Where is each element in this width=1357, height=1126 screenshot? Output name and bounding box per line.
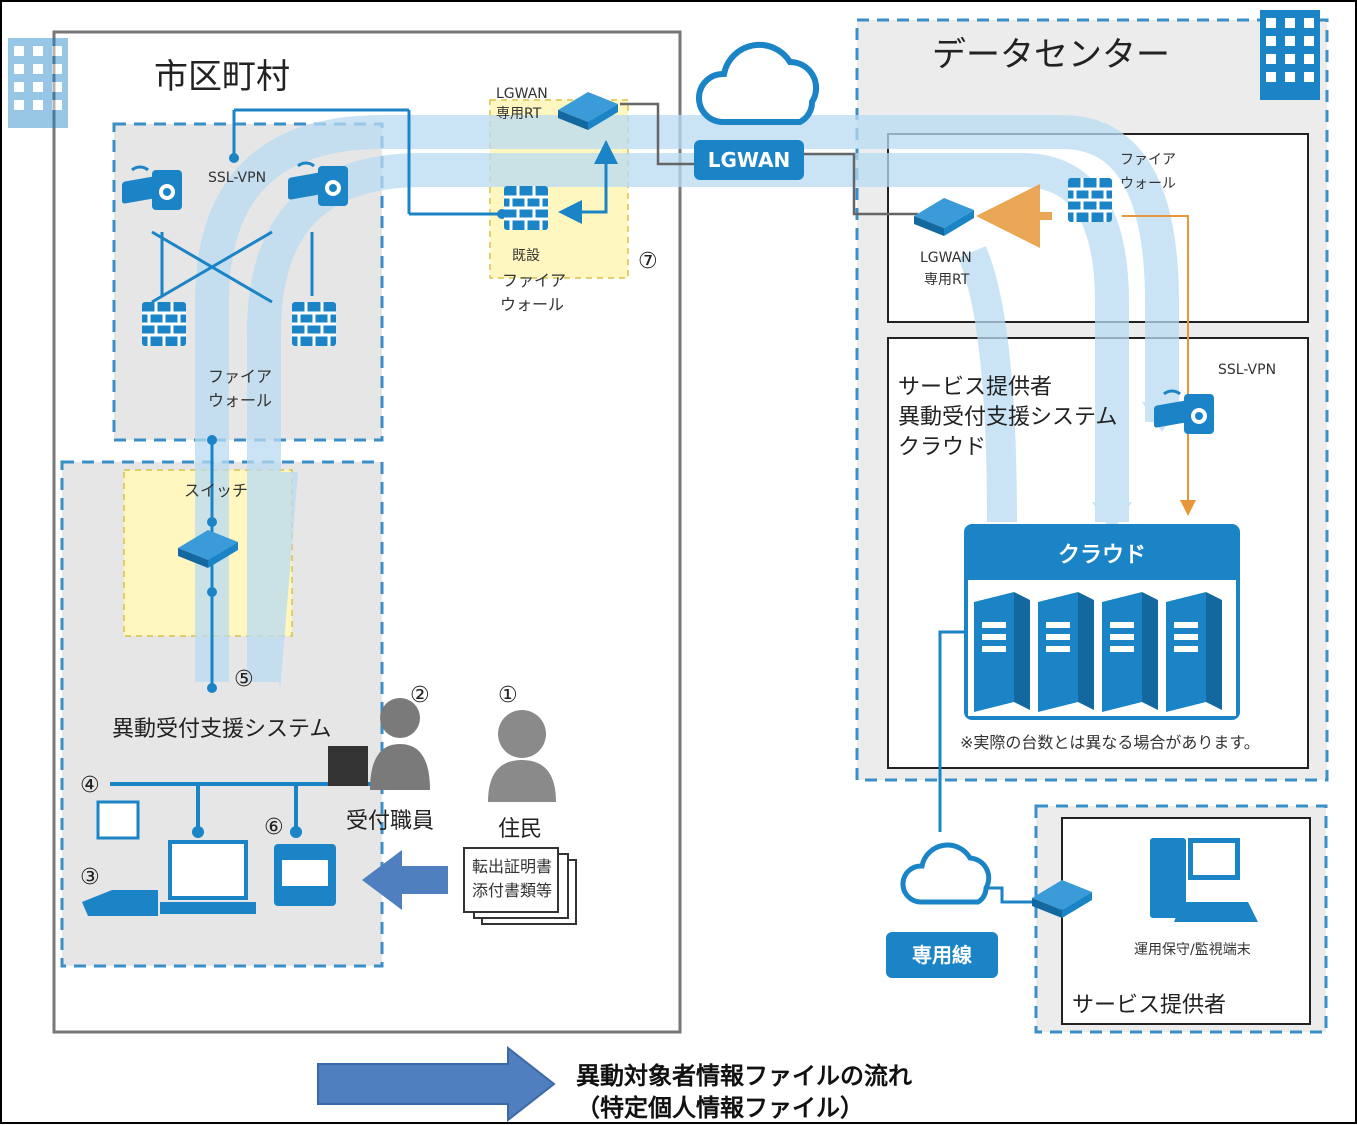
ssl-vpn-left-label: SSL-VPN — [208, 170, 266, 186]
pc-terminal-icon — [82, 800, 256, 916]
cloud-note: ※実際の台数とは異なる場合があります。 — [960, 733, 1260, 752]
service-cloud-title-line1: サービス提供者 — [898, 375, 1052, 400]
municipality-building-icon — [8, 38, 68, 128]
service-cloud-title-line3: クラウド — [898, 435, 986, 460]
resident-icon — [488, 710, 556, 802]
dc-fw-line2: ウォール — [1120, 176, 1176, 192]
lgwan-label: LGWAN — [708, 148, 791, 172]
legend-line1: 異動対象者情報ファイルの流れ — [576, 1062, 912, 1090]
cloud-box-label: クラウド — [1058, 543, 1146, 568]
switch-label: スイッチ — [184, 481, 248, 500]
lgwan-cloud-icon — [696, 41, 820, 125]
legend-arrow — [317, 1045, 556, 1123]
monitor-terminal-icon — [1150, 838, 1258, 922]
datacenter-title: データセンター — [932, 35, 1170, 75]
clerk-icon — [328, 698, 430, 790]
num-7: ⑦ — [638, 249, 658, 274]
muni-network-lines — [151, 108, 618, 688]
num-6: ⑥ — [264, 815, 284, 840]
dedicated-cloud-icon — [900, 842, 992, 905]
dedicated-line-label: 専用線 — [912, 943, 972, 967]
lgwan-rt-right-line1: LGWAN — [920, 250, 972, 266]
lgwan-rt-right-line2: 専用RT — [924, 272, 970, 288]
num-2: ② — [410, 683, 430, 708]
dedicated-line-box — [886, 932, 998, 978]
data-flow-bands — [195, 115, 1182, 692]
municipality-title: 市区町村 — [154, 57, 290, 97]
provider-terminal-label: 運用保守/監視端末 — [1134, 941, 1251, 958]
clerk-label: 受付職員 — [346, 809, 434, 834]
num-5: ⑤ — [234, 667, 254, 692]
ssl-vpn-right-label: SSL-VPN — [1218, 362, 1276, 378]
doc-flow-arrow — [362, 850, 448, 910]
muni-firewall-left-icon — [140, 300, 188, 348]
existing-fw-line1: 既設 — [512, 248, 540, 264]
server-icon-2 — [1038, 592, 1094, 712]
system-title: 異動受付支援システム — [112, 717, 331, 742]
dc-firewall-icon — [1066, 176, 1114, 224]
document-stack — [463, 847, 577, 925]
muni-fw-line1: ファイア — [208, 367, 272, 386]
server-icon-1 — [974, 592, 1030, 712]
lgwan-rt-left-line2: 専用RT — [496, 106, 542, 122]
server-icon-4 — [1166, 592, 1222, 712]
service-cloud-title-line2: 異動受付支援システム — [898, 405, 1117, 430]
lgwan-rt-left-line1: LGWAN — [496, 86, 548, 102]
num-4: ④ — [80, 773, 100, 798]
num-1: ① — [498, 683, 518, 708]
provider-title: サービス提供者 — [1072, 993, 1226, 1018]
existing-firewall-icon — [502, 184, 550, 232]
existing-fw-line2: ファイア — [502, 271, 566, 290]
muni-firewall-right-icon — [290, 300, 338, 348]
existing-fw-line3: ウォール — [500, 295, 564, 314]
document-line2: 添付書類等 — [472, 881, 552, 900]
num-3: ③ — [80, 865, 100, 890]
legend-line2: （特定個人情報ファイル） — [576, 1094, 864, 1122]
printer-icon — [274, 844, 336, 906]
resident-label: 住民 — [498, 817, 542, 842]
dc-fw-line1: ファイア — [1120, 152, 1176, 168]
municipality-boundary — [52, 30, 682, 1034]
datacenter-building-icon — [1260, 10, 1320, 100]
muni-fw-line2: ウォール — [208, 391, 272, 410]
document-line1: 転出証明書 — [472, 857, 552, 876]
server-icon-3 — [1102, 592, 1158, 712]
lgwan-box — [694, 140, 804, 180]
